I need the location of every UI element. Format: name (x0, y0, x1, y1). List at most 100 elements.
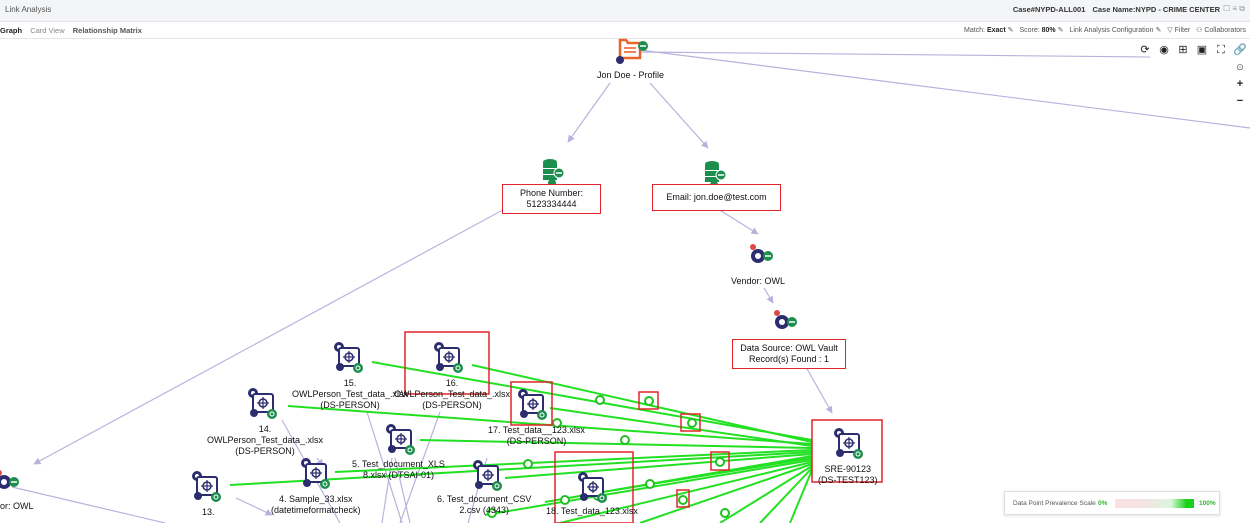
view-tabbar: Graph Card View Relationship Matrix Matc… (0, 22, 1250, 39)
record-5-source: 8.xlsx (DTSAI-01) (362, 470, 434, 480)
record-17-file: 17. Test_data__123.xlsx (488, 425, 585, 435)
tab-graph[interactable]: Graph (0, 26, 23, 35)
record-14-number: 14. (258, 424, 272, 434)
phone-database-icon[interactable] (542, 158, 565, 188)
datasource-label-line2: Record(s) Found : 1 (748, 354, 830, 364)
link-analysis-configuration[interactable]: Link Analysis Configuration ✎ (1069, 27, 1161, 34)
record-6-label[interactable]: 6. Test_document_CSV 2.csv (4343) (437, 494, 531, 516)
graph-options: Match: Exact ✎ Score: 80% ✎ Link Analysi… (960, 26, 1246, 34)
score-label: Score: (1019, 27, 1040, 34)
record-16-icon[interactable] (433, 341, 464, 374)
tab-card-view[interactable]: Card View (30, 26, 65, 35)
edit-score-icon[interactable]: ✎ (1057, 27, 1064, 34)
record-4-icon[interactable] (300, 457, 331, 490)
link-icon[interactable]: 🔗 (1233, 44, 1247, 56)
email-label-text: Email: jon.doe@test.com (666, 192, 767, 202)
record-15-icon[interactable] (333, 341, 364, 374)
record-14-source: (DS-PERSON) (235, 446, 295, 456)
header-actions: ☐ ≡ ⧉ (1223, 4, 1245, 14)
eye-icon[interactable]: ◉ (1159, 44, 1169, 56)
record-17-source: (DS-PERSON) (506, 436, 567, 446)
record-15-source: (DS-PERSON) (320, 400, 380, 410)
email-node-label[interactable]: Email: jon.doe@test.com (652, 184, 781, 211)
edit-match-icon[interactable]: ✎ (1007, 27, 1014, 34)
zoom-in-button[interactable]: + (1232, 77, 1248, 92)
tab-relationship-matrix[interactable]: Relationship Matrix (72, 26, 142, 35)
vendor-node-icon[interactable] (749, 243, 774, 264)
phone-node-label[interactable]: Phone Number: 5123334444 (502, 184, 601, 214)
legend-max-swatch (1185, 499, 1194, 508)
record-15-file: OWLPerson_Test_data_.xlsx (292, 389, 409, 399)
record-6-file: 6. Test_document_CSV (437, 494, 532, 504)
edit-config-icon: ✎ (1155, 27, 1162, 34)
record-16-label[interactable]: 16. OWLPerson_Test_data_.xlsx (DS-PERSON… (394, 378, 510, 411)
record-18-icon[interactable] (577, 471, 608, 504)
legend-gradient-bar (1115, 499, 1185, 508)
vendor-left-node-icon[interactable] (0, 469, 20, 490)
record-4-source: (datetimeformatcheck) (271, 505, 361, 515)
legend-min: 0% (1098, 500, 1108, 507)
node-highlight-boxes (404, 331, 883, 523)
profile-folder-icon[interactable] (616, 38, 648, 64)
window-restore-icon[interactable]: ⧉ (1239, 4, 1245, 13)
vendor-left-node-label[interactable]: or: OWL (0, 501, 34, 511)
record-6-source: 2.csv (4343) (459, 505, 509, 515)
sre-node-label[interactable]: SRE-90123 (DS-TEST123) (818, 464, 878, 486)
score-value: 80% (1041, 27, 1056, 34)
record-15-number: 15. (343, 378, 357, 388)
app-header: Link Analysis Case#NYPD-ALL001 Case Name… (0, 0, 1250, 22)
record-13-icon[interactable] (191, 470, 222, 503)
record-4-file: 4. Sample_33.xlsx (278, 494, 353, 504)
filter-label: Filter (1174, 27, 1191, 34)
collaborators-label: Collaborators (1204, 27, 1246, 34)
profile-node-label[interactable]: Jon Doe - Profile (597, 70, 665, 80)
match-value: Exact (986, 27, 1006, 34)
collaborators-button[interactable]: ⚇ Collaborators (1196, 27, 1246, 34)
sre-label-line1: SRE-90123 (824, 464, 872, 474)
record-15-label[interactable]: 15. OWLPerson_Test_data_.xlsx (DS-PERSON… (292, 378, 408, 411)
zoom-controls: ⊙ + − (1232, 60, 1248, 109)
graph-toolbar: ⟳ ◉ ⊞ ▣ ⛶ 🔗 (1137, 42, 1248, 58)
score-setting[interactable]: Score: 80% ✎ (1019, 27, 1063, 34)
datasource-node-label[interactable]: Data Source: OWL Vault Record(s) Found :… (732, 339, 846, 369)
case-number: Case#NYPD-ALL001 (1012, 5, 1086, 14)
match-setting[interactable]: Match: Exact ✎ (964, 27, 1013, 34)
record-16-number: 16. (445, 378, 459, 388)
hierarchy-icon[interactable]: ⊞ (1178, 44, 1188, 56)
record-5-label[interactable]: 5. Test_document_XLS 8.xlsx (DTSAI-01) (352, 459, 445, 481)
edge-highlight-boxes (638, 391, 730, 508)
record-5-icon[interactable] (385, 423, 416, 456)
config-label: Link Analysis Configuration (1069, 27, 1154, 34)
save-icon[interactable]: ▣ (1196, 44, 1208, 56)
sre-label-line2: (DS-TEST123) (818, 475, 878, 485)
record-17-label[interactable]: 17. Test_data__123.xlsx (DS-PERSON) (488, 425, 585, 447)
match-label: Match: (964, 27, 986, 34)
vendor-node-label[interactable]: Vendor: OWL (731, 276, 786, 286)
sre-node-icon[interactable] (833, 427, 864, 460)
fullscreen-icon[interactable]: ⛶ (1217, 44, 1225, 56)
external-link-icon[interactable]: ☐ (1222, 4, 1231, 13)
record-5-file: 5. Test_document_XLS (352, 459, 445, 469)
datasource-node-icon[interactable] (773, 309, 798, 330)
app-title: Link Analysis (5, 5, 52, 14)
record-18-label[interactable]: 18. Test_data_123.xlsx (546, 506, 638, 516)
record-14-icon[interactable] (247, 387, 278, 420)
record-13-label[interactable]: 13. (202, 507, 215, 517)
record-4-label[interactable]: 4. Sample_33.xlsx (datetimeformatcheck) (271, 494, 361, 516)
phone-label-line1: Phone Number: (519, 188, 584, 198)
zoom-reset-button[interactable]: ⊙ (1232, 60, 1248, 75)
case-name: Case Name:NYPD - CRIME CENTER (1092, 5, 1220, 14)
record-16-source: (DS-PERSON) (422, 400, 482, 410)
zoom-out-button[interactable]: − (1232, 94, 1248, 109)
record-17-icon[interactable] (517, 388, 548, 421)
list-icon[interactable]: ≡ (1232, 4, 1238, 13)
record-14-label[interactable]: 14. OWLPerson_Test_data_.xlsx (DS-PERSON… (207, 424, 323, 457)
case-info: Case#NYPD-ALL001 Case Name:NYPD - CRIME … (1008, 5, 1220, 14)
collaborators-icon: ⚇ (1196, 27, 1203, 34)
filter-button[interactable]: ▽ Filter (1167, 27, 1190, 34)
datasource-label-line1: Data Source: OWL Vault (740, 343, 838, 353)
refresh-icon[interactable]: ⟳ (1140, 44, 1150, 56)
phone-label-line2: 5123334444 (526, 199, 577, 209)
record-16-file: OWLPerson_Test_data_.xlsx (394, 389, 511, 399)
